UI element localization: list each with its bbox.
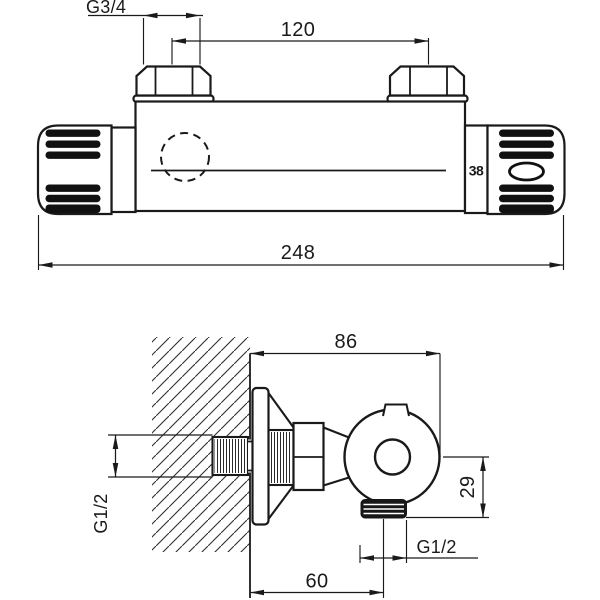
left-end-knob bbox=[36, 124, 137, 216]
dim-label-248: 248 bbox=[281, 242, 316, 264]
connector-nut bbox=[292, 421, 325, 492]
dim-g34: G3/4 bbox=[86, 0, 203, 65]
connector-thread bbox=[264, 428, 295, 487]
right-end-knob bbox=[486, 124, 566, 216]
body-taper bbox=[323, 426, 350, 487]
top-inlet-nut-left bbox=[132, 65, 215, 104]
dim-g12-outlet: G1/2 bbox=[359, 520, 478, 563]
handle-hub bbox=[373, 438, 412, 476]
dim-60: 60 bbox=[250, 519, 385, 598]
bottom-outlet bbox=[360, 499, 407, 519]
dim-label-g12-outlet: G1/2 bbox=[417, 537, 457, 557]
dim-label-g34: G3/4 bbox=[86, 0, 126, 17]
cartridge-dashed-circle bbox=[160, 132, 210, 182]
dim-label-38: 38 bbox=[469, 163, 484, 179]
dim-label-g12-wall: G1/2 bbox=[91, 493, 111, 533]
dim-g12-wall: G1/2 bbox=[91, 435, 119, 534]
dim-248: 248 bbox=[37, 215, 565, 270]
escutcheon-plate bbox=[251, 386, 270, 526]
dim-label-29: 29 bbox=[457, 475, 479, 498]
knob-oval-badge bbox=[508, 161, 545, 182]
dim-label-86: 86 bbox=[334, 331, 357, 353]
temp-38-band: 38 bbox=[463, 124, 489, 215]
dim-label-60: 60 bbox=[305, 571, 328, 593]
front-view: 38 G3/4 120 bbox=[36, 0, 566, 270]
valve-body bbox=[134, 100, 467, 213]
dim-label-120: 120 bbox=[281, 19, 316, 41]
wall-inlet-nipple bbox=[211, 435, 253, 477]
top-inlet-nut-right bbox=[386, 65, 469, 104]
top-button bbox=[382, 403, 410, 417]
escutcheon-cone bbox=[267, 392, 295, 520]
dim-120: 120 bbox=[171, 19, 430, 65]
dim-29: 29 bbox=[406, 456, 489, 519]
side-view: 86 29 G1/2 G1/2 bbox=[91, 331, 489, 598]
dim-86: 86 bbox=[250, 331, 441, 457]
